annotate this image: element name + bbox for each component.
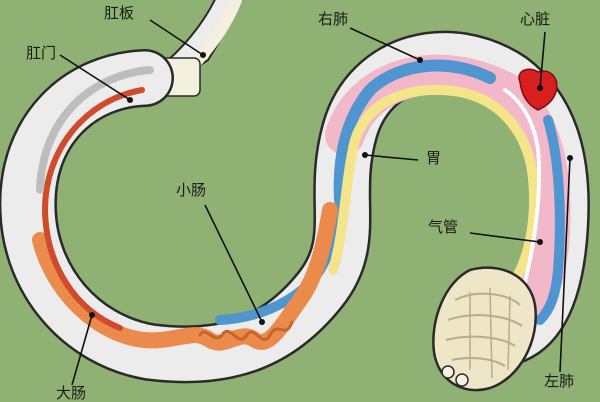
leader-lines xyxy=(59,19,571,386)
leader-dots xyxy=(89,52,573,325)
label-heart: 心脏 xyxy=(520,10,551,28)
left-lung-organ xyxy=(535,115,565,325)
label-cloaca-plate: 肛板 xyxy=(104,4,135,22)
label-trachea: 气管 xyxy=(428,218,459,236)
right-lung-organ xyxy=(333,59,496,206)
label-left-lung: 左肺 xyxy=(544,372,575,390)
label-right-lung: 右肺 xyxy=(318,10,349,28)
stomach-organ xyxy=(328,85,539,285)
label-stomach: 胃 xyxy=(426,149,442,167)
large-intestine-organ xyxy=(41,87,145,331)
label-anus: 肛门 xyxy=(26,44,57,62)
body-inner-ridge xyxy=(36,66,154,194)
snake-head-icon xyxy=(432,266,538,392)
trachea-organ xyxy=(503,88,542,302)
small-intestine-organ xyxy=(32,202,338,351)
label-large-intestine: 大肠 xyxy=(56,384,87,402)
label-small-intestine: 小肠 xyxy=(176,181,207,199)
